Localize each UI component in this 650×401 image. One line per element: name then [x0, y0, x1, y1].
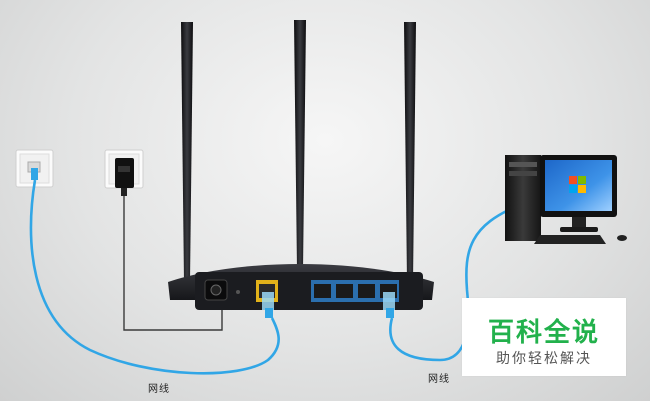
wireless-router-icon: [168, 264, 434, 318]
cable-label-left: 网线: [148, 384, 170, 395]
ethernet-wall-jack-icon: [15, 149, 54, 188]
router-antennas: [181, 20, 416, 282]
power-socket-icon: [104, 149, 144, 196]
watermark-subtitle: 助你轻松解决: [496, 351, 592, 367]
watermark-title: 百科全说: [487, 318, 600, 348]
desktop-computer-icon: [505, 155, 627, 244]
cable-label-right: 网线: [428, 374, 450, 385]
watermark-logo: 百科全说 助你轻松解决: [462, 298, 626, 376]
power-cable: [123, 196, 223, 331]
network-cable-left: [29, 179, 280, 375]
